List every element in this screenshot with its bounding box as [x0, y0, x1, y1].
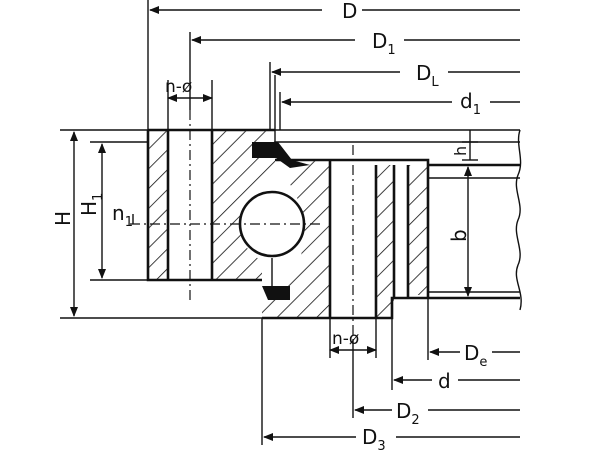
label-n-phi-bottom: n-ø — [332, 329, 359, 349]
vertical-dimensions — [60, 129, 478, 319]
bottom-dimensions — [261, 298, 520, 445]
label-b: b — [447, 229, 471, 242]
label-DL: DL — [416, 61, 439, 90]
label-n1: n1 — [112, 201, 133, 230]
label-H: H — [51, 211, 75, 226]
inner-ring — [262, 158, 430, 320]
label-D3: D3 — [362, 425, 386, 450]
label-H1: H1 — [77, 193, 106, 216]
top-dimensions — [147, 0, 520, 130]
label-d: d — [438, 369, 451, 393]
label-D: D — [342, 0, 357, 23]
label-h: h — [451, 146, 470, 156]
label-D1: D1 — [372, 29, 396, 58]
gear-teeth — [275, 129, 522, 311]
centerlines — [130, 110, 354, 340]
seals — [252, 75, 310, 300]
label-n-phi-top: n-ø — [165, 77, 192, 97]
dimension-labels: D D1 DL d1 n-ø h b H H1 n1 n-ø De d D2 D… — [51, 0, 487, 450]
label-d1: d1 — [460, 89, 481, 118]
label-D2: D2 — [396, 399, 420, 428]
label-De: De — [464, 341, 487, 370]
